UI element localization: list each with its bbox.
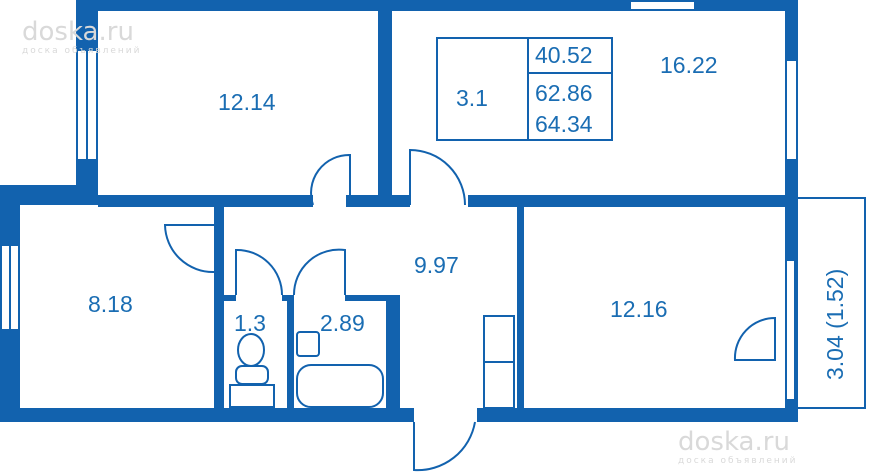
- room-area-wc: 1.3: [234, 310, 266, 336]
- fixtures: [229, 37, 866, 409]
- watermark-top: doska.ru доска объявлений: [22, 17, 142, 56]
- watermark-brand: doska.ru: [678, 427, 790, 457]
- room-area-balcony: 3.04 (1.52): [822, 269, 848, 380]
- living-area: 40.52: [535, 42, 593, 68]
- room-area-hall: 9.97: [414, 252, 459, 278]
- doors: [163, 148, 776, 472]
- watermark-tagline: доска объявлений: [22, 46, 142, 56]
- kitchen-area: 3.1: [456, 85, 488, 111]
- room-area-living-room: 16.22: [660, 52, 718, 78]
- room-area-bathroom: 2.89: [320, 310, 365, 336]
- watermark-tagline: доска объявлений: [678, 456, 798, 466]
- room-area-bedroom-right: 12.16: [610, 296, 668, 322]
- total-area-with-balcony: 64.34: [535, 111, 593, 137]
- watermark-brand: doska.ru: [22, 17, 134, 47]
- watermark-bottom: doska.ru доска объявлений: [678, 427, 798, 466]
- windows: [0, 0, 798, 401]
- room-area-bedroom-left: 8.18: [88, 291, 133, 317]
- room-labels: 12.14 16.22 8.18 1.3 2.89 9.97 12.16 3.0…: [88, 42, 848, 380]
- total-area: 62.86: [535, 80, 593, 106]
- room-area-bedroom-top-left: 12.14: [218, 89, 276, 115]
